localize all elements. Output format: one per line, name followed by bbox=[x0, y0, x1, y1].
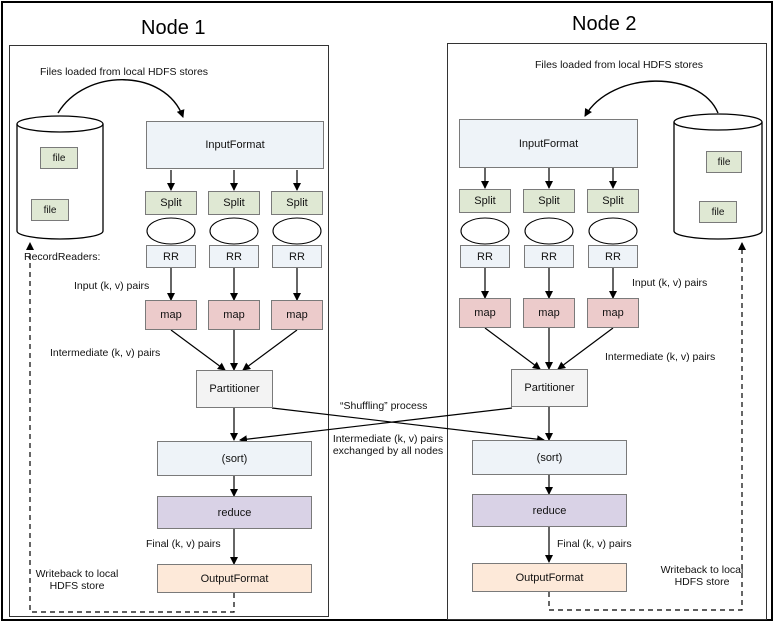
node-2-split-3: Split bbox=[587, 189, 639, 213]
node-2-final-label: Final (k, v) pairs bbox=[557, 538, 632, 550]
node-1-file-1: file bbox=[40, 147, 78, 169]
node-2-rr-2: RR bbox=[524, 245, 574, 268]
node-2-split-2: Split bbox=[523, 189, 575, 213]
node-2-title: Node 2 bbox=[572, 13, 637, 35]
node-2-files-label: Files loaded from local HDFS stores bbox=[535, 59, 704, 71]
node-1-map-3: map bbox=[271, 300, 323, 330]
shuffle-description: Intermediate (k, v) pairs exchanged by a… bbox=[332, 433, 444, 457]
node-1-input-format: InputFormat bbox=[146, 121, 324, 169]
node-1-split-2: Split bbox=[208, 191, 260, 215]
node-1-map-2: map bbox=[208, 300, 260, 330]
node-1-partitioner: Partitioner bbox=[196, 370, 273, 408]
node-2-map-1: map bbox=[459, 298, 511, 328]
node-2-input-pairs-label: Input (k, v) pairs bbox=[632, 277, 708, 289]
node-1-file-2: file bbox=[31, 199, 69, 221]
node-2-output-format: OutputFormat bbox=[472, 563, 627, 592]
node-1-record-readers-label: RecordReaders: bbox=[24, 251, 101, 263]
node-1-rr-3: RR bbox=[272, 245, 322, 268]
shuffle-title: “Shuffling” process bbox=[338, 400, 430, 412]
node-1-files-label: Files loaded from local HDFS stores bbox=[40, 66, 209, 78]
node-1-rr-1: RR bbox=[146, 245, 196, 268]
node-1-title: Node 1 bbox=[141, 17, 206, 39]
node-2-partitioner: Partitioner bbox=[511, 369, 588, 407]
node-1-output-format: OutputFormat bbox=[157, 564, 312, 593]
node-2-rr-1: RR bbox=[460, 245, 510, 268]
node-2-split-1: Split bbox=[459, 189, 511, 213]
node-1-writeback-label: Writeback to local HDFS store bbox=[35, 568, 119, 592]
node-2-writeback-label: Writeback to local HDFS store bbox=[660, 564, 744, 588]
node-2-input-format: InputFormat bbox=[459, 119, 638, 168]
node-1-map-1: map bbox=[145, 300, 197, 330]
node-2-sort: (sort) bbox=[472, 440, 627, 475]
node-2-file-1: file bbox=[706, 151, 742, 173]
node-1-split-3: Split bbox=[271, 191, 323, 215]
node-2-map-3: map bbox=[587, 298, 639, 328]
node-2-reduce: reduce bbox=[472, 494, 627, 527]
node-1-intermediate-label: Intermediate (k, v) pairs bbox=[50, 347, 161, 359]
node-2-rr-3: RR bbox=[588, 245, 638, 268]
node-1-final-label: Final (k, v) pairs bbox=[146, 538, 221, 550]
node-2-intermediate-label: Intermediate (k, v) pairs bbox=[605, 351, 716, 363]
node-1-input-pairs-label: Input (k, v) pairs bbox=[74, 280, 150, 292]
node-1-split-1: Split bbox=[145, 191, 197, 215]
node-1-rr-2: RR bbox=[209, 245, 259, 268]
node-2-file-2: file bbox=[699, 201, 737, 223]
node-1-sort: (sort) bbox=[157, 441, 312, 476]
node-2-map-2: map bbox=[523, 298, 575, 328]
node-1-reduce: reduce bbox=[157, 496, 312, 529]
